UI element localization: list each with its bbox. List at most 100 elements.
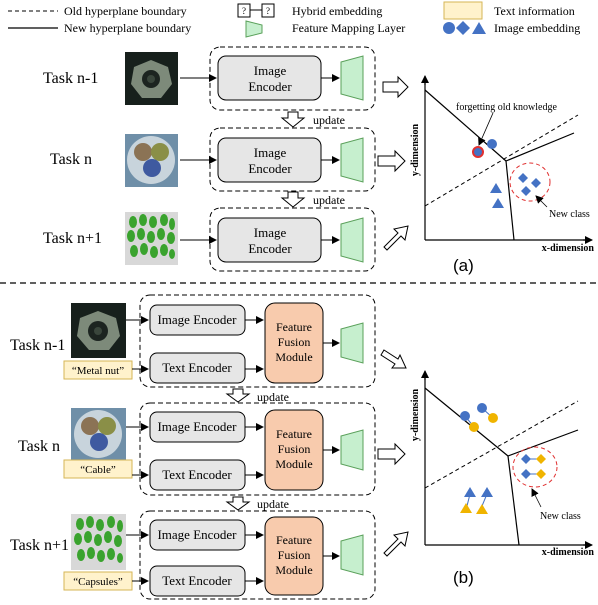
plot-a-annotation: forgetting old knowledge — [456, 102, 557, 113]
plot-a-triangle-2 — [492, 198, 504, 208]
panel-a-feature-mapping-3 — [340, 217, 364, 263]
panel-b-text-encoder-1 — [149, 352, 246, 384]
panel-b-update-label-1: update — [257, 390, 289, 404]
plot-b-y-axis-label: y-dimension — [410, 388, 421, 441]
plot-b-new-boundary-2 — [507, 429, 579, 457]
panel-a-update-label-2: update — [313, 193, 345, 207]
svg-text:Image Encoder: Image Encoder — [157, 312, 237, 327]
panel-b-hollow-arrow-2 — [377, 442, 406, 466]
plot-a-new-boundary-2 — [505, 132, 575, 162]
svg-text:“Cable”: “Cable” — [80, 464, 116, 476]
panel-b-update-arrow-2 — [225, 496, 251, 511]
plot-b-hybrid-circles-2 — [477, 403, 498, 423]
cable-image-a — [125, 134, 178, 187]
panel-b-arrows — [126, 316, 340, 585]
plot-a-triangle-1 — [490, 183, 502, 193]
plot-b-hybrid-diamonds-1 — [521, 454, 546, 464]
panel-a-update-arrow-2 — [280, 191, 306, 208]
svg-text:“Metal nut”: “Metal nut” — [72, 365, 124, 377]
plot-a-old-boundary — [424, 114, 579, 207]
panel-b-hollow-arrow-3 — [383, 531, 409, 557]
panel-b-task-label-1: Task n-1 — [10, 337, 65, 354]
hybrid-embedding-icon: ? ? — [237, 3, 275, 18]
panel-b-label: (b) — [453, 568, 474, 587]
plot-b-new-class-circle — [512, 446, 558, 488]
panel-a-hollow-arrow-2 — [377, 149, 406, 173]
panel-a-update-arrow-1 — [280, 111, 306, 128]
plot-a-y-axis-label: y-dimension — [410, 123, 421, 176]
plot-b-new-boundary-1 — [424, 387, 509, 457]
panel-b-container-1 — [139, 294, 376, 388]
legend-text-info-label: Text information — [494, 4, 575, 18]
panel-a-label: (a) — [453, 256, 474, 275]
panel-b-container-3 — [139, 510, 376, 600]
panel-b-feature-mapping-3 — [340, 534, 364, 576]
plot-a-new-boundary-3 — [505, 160, 515, 241]
legend: Old hyperplane boundary New hyperplane b… — [8, 1, 580, 38]
plot-a-x-axis-label: x-dimension — [542, 243, 595, 254]
panel-a-hollow-arrow-3 — [383, 225, 409, 251]
plot-b-hybrid-circles-1 — [460, 411, 479, 432]
svg-text:Text Encoder: Text Encoder — [162, 360, 232, 375]
panel-a: Task n-1 Task n Task n+1 — [43, 46, 595, 275]
svg-text:“Capsules”: “Capsules” — [73, 576, 123, 588]
caption-capsules: “Capsules” — [63, 571, 133, 591]
panel-b-feature-mapping-1 — [340, 322, 364, 364]
caption-metal-nut: “Metal nut” — [63, 360, 133, 380]
plot-b-new-class-label: New class — [540, 511, 581, 522]
image-embedding-icon — [443, 21, 486, 35]
svg-text:Text Encoder: Text Encoder — [162, 467, 232, 482]
plot-b: y-dimension x-dimension — [410, 370, 594, 558]
panel-a-feature-mapping-1 — [340, 55, 364, 101]
feature-mapping-icon — [245, 20, 263, 38]
capsules-image-b — [71, 514, 126, 570]
capsules-image-a — [125, 212, 178, 265]
panel-b-container-2 — [139, 402, 376, 496]
svg-text:Image Encoder: Image Encoder — [157, 419, 237, 434]
svg-text:?: ? — [242, 6, 246, 16]
panel-a-task-label-2: Task n — [50, 151, 92, 168]
plot-a-forgotten-point — [472, 146, 484, 158]
plot-b-old-boundary — [424, 400, 579, 489]
plot-a-new-boundary-1 — [424, 89, 507, 162]
plot-a-new-class-circle — [509, 162, 551, 202]
plot-b-new-boundary-3 — [507, 455, 520, 546]
panel-b-hollow-arrow-1 — [380, 349, 407, 369]
panel-b: Task n-1 Task n Task n+1 — [10, 294, 594, 600]
plot-b-hybrid-triangles-2 — [476, 487, 493, 514]
panel-a-task-label-3: Task n+1 — [43, 230, 102, 247]
panel-a-arrows — [180, 74, 340, 244]
legend-old-boundary-label: Old hyperplane boundary — [64, 4, 187, 18]
plot-a-point — [487, 139, 497, 149]
metal-nut-image-b — [71, 303, 126, 358]
legend-image-embedding-label: Image embedding — [494, 21, 580, 35]
caption-cable: “Cable” — [63, 459, 133, 479]
metal-nut-image-a — [125, 52, 178, 105]
panel-b-task-label-2: Task n — [18, 438, 60, 455]
plot-a-new-class-label: New class — [549, 209, 590, 220]
cable-image-b — [71, 408, 126, 460]
text-information-icon — [443, 1, 483, 20]
legend-feature-mapping-label: Feature Mapping Layer — [292, 21, 405, 35]
panel-b-feature-mapping-2 — [340, 429, 364, 471]
panel-b-update-label-2: update — [257, 497, 289, 511]
legend-hybrid-label: Hybrid embedding — [292, 4, 382, 18]
panel-a-feature-mapping-2 — [340, 137, 364, 183]
panel-a-hollow-arrow-1 — [382, 75, 409, 99]
panel-b-task-label-3: Task n+1 — [10, 537, 69, 554]
svg-text:Image Encoder: Image Encoder — [157, 527, 237, 542]
panel-b-update-arrow-1 — [225, 388, 251, 403]
plot-b-hybrid-triangles-1 — [460, 487, 476, 513]
plot-a: y-dimension x-dimension forgetting old k… — [410, 75, 595, 254]
plot-b-hybrid-diamonds-2 — [521, 469, 546, 479]
svg-text:Text Encoder: Text Encoder — [162, 573, 232, 588]
legend-new-boundary-label: New hyperplane boundary — [64, 21, 191, 35]
